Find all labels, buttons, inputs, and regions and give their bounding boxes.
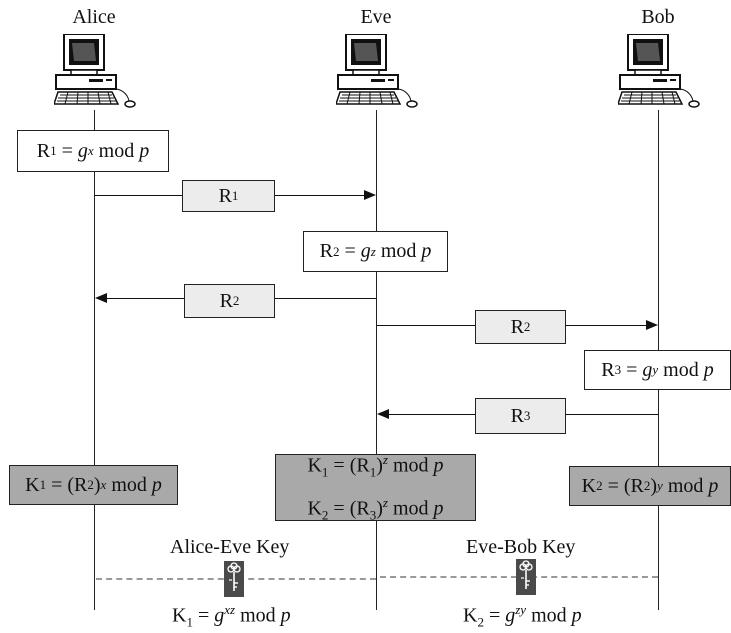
msg4-arrowhead-icon xyxy=(377,409,389,419)
bob-computer-icon xyxy=(618,34,700,108)
alice-computer-icon xyxy=(54,34,136,108)
eve-bob-key-title: Eve-Bob Key xyxy=(466,536,576,558)
alice-eve-key-icon xyxy=(224,561,244,597)
eve-computer-icon xyxy=(336,34,418,108)
msg3-arrowhead-icon xyxy=(646,320,658,330)
alice-eve-key-title: Alice-Eve Key xyxy=(170,536,290,558)
eve-key-computation: K1 = (R1)z mod p K2 = (R3)z mod p xyxy=(275,452,476,522)
msg1-arrowhead-icon xyxy=(364,190,376,200)
eve-bob-key-icon xyxy=(516,559,536,595)
eve-key1-line: K1 = (R1)z mod p xyxy=(307,451,444,480)
eve-bob-key-formula: K2 = gzy mod p xyxy=(463,602,582,630)
eve-key2-line: K2 = (R3)z mod p xyxy=(307,494,444,523)
eve-label: Eve xyxy=(360,6,392,28)
msg2-arrowhead-icon xyxy=(95,293,107,303)
alice-eve-key-formula: K1 = gxz mod p xyxy=(172,602,291,630)
alice-label: Alice xyxy=(72,6,116,28)
eve-lifeline xyxy=(376,110,377,610)
bob-label: Bob xyxy=(641,6,675,28)
alice-lifeline xyxy=(94,110,95,610)
